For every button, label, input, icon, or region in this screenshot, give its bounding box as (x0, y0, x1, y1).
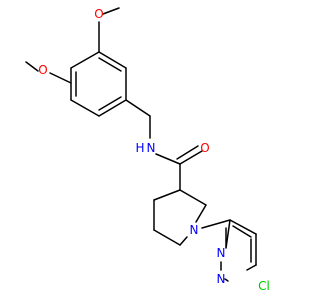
atom-n-pyridazine-a: N (217, 246, 226, 260)
bond-benzene-6 (98, 51, 127, 69)
bond-carbonyl-o-2 (176, 145, 199, 160)
bond-n1-pyridazine (201, 219, 231, 229)
bond-benzene-inner-2 (98, 96, 122, 111)
bond-piperidine-5 (195, 204, 207, 223)
atom-o-methoxy-top: O (94, 7, 103, 21)
bond-benzene-inner-3 (98, 57, 122, 72)
bond-benzene-4 (98, 99, 127, 117)
bond-pyridazine-4 (224, 278, 229, 282)
bond-methyl-o-left (25, 61, 39, 72)
bond-carbonyl-o-1 (179, 150, 203, 165)
bond-methyl-o-top (102, 7, 120, 15)
atom-n-amide: N (147, 141, 156, 155)
bonds (25, 7, 257, 282)
bond-pyridazine-3 (246, 264, 257, 271)
bond-pyridazine-inner-1 (232, 225, 252, 238)
bond-pyridazine-1 (229, 219, 257, 235)
atom-n-piperidine: N (190, 223, 199, 237)
atom-n-pyridazine-b: N (217, 272, 226, 286)
bond-ring-ch2 (125, 99, 151, 117)
atom-o-methoxy-left: O (38, 63, 47, 77)
bond-o-left-ring (49, 72, 72, 84)
molecule-structure: O O N H O N N N Cl (25, 7, 270, 293)
bond-piperidine-4 (179, 236, 188, 246)
bond-piperidine-3 (153, 229, 181, 246)
bond-piperidine-6 (179, 189, 207, 206)
bond-piperidine-1 (153, 189, 181, 201)
bond-benzene-1 (70, 51, 100, 69)
bond-benzene-3 (70, 99, 100, 117)
atom-o-carbonyl: O (200, 141, 209, 155)
atom-cl: Cl (258, 279, 270, 293)
atom-h-amide: H (135, 141, 144, 155)
atom-labels: O O N H O N N N Cl (38, 7, 270, 293)
bond-n-carbonyl (155, 153, 181, 165)
